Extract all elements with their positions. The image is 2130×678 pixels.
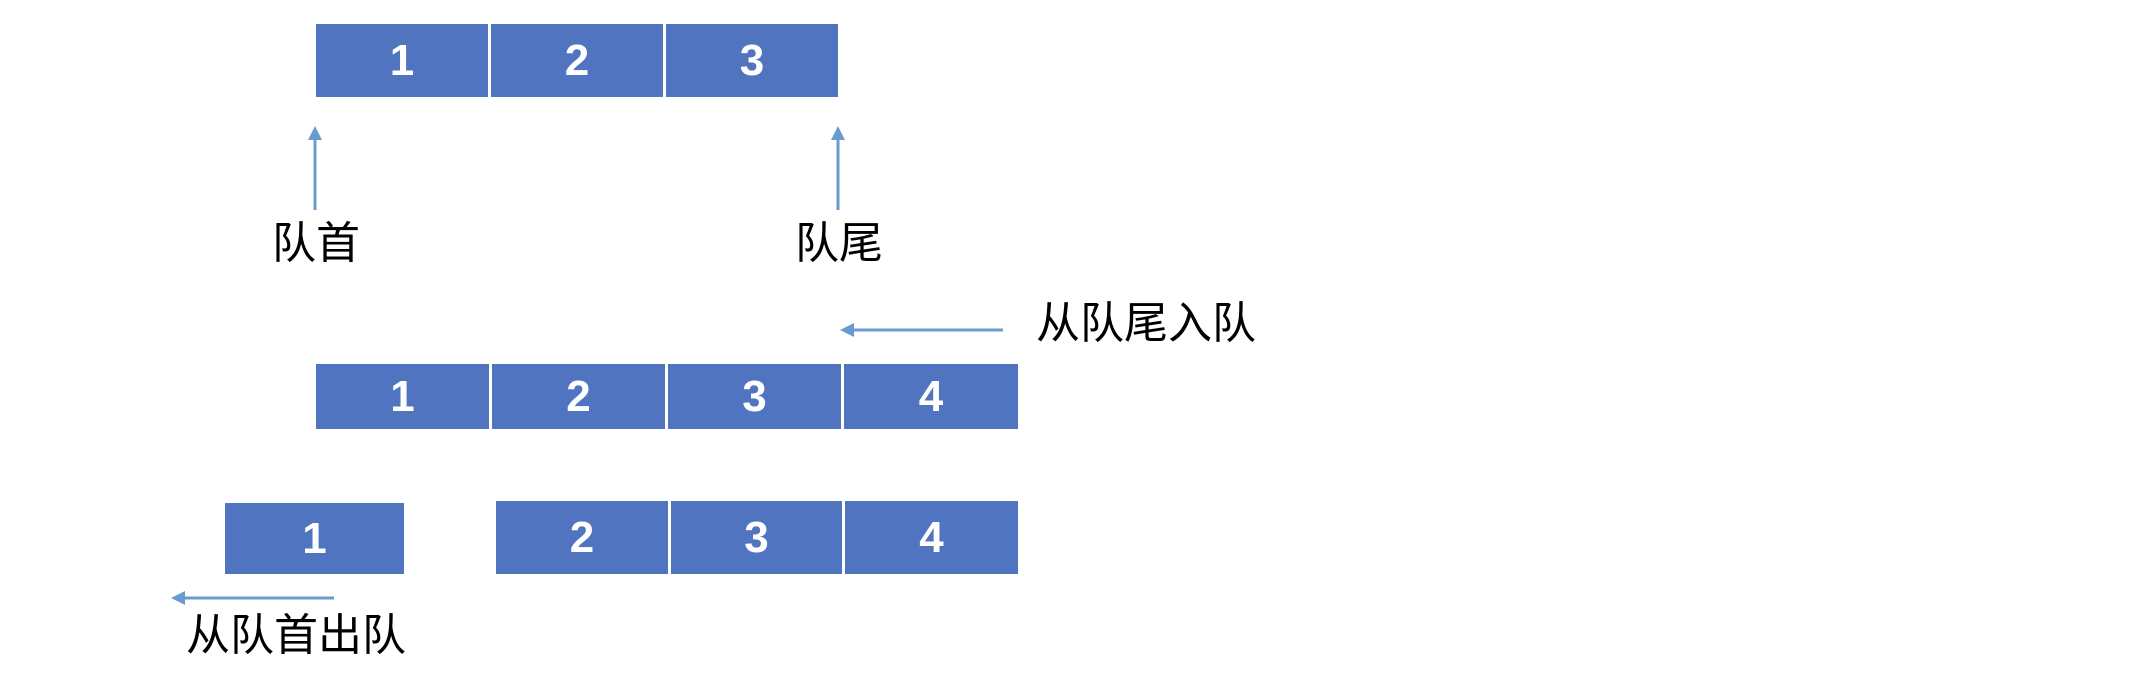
arrow-left-icon	[171, 591, 334, 605]
dequeued-cell: 1	[225, 503, 404, 574]
queue-cell: 4	[844, 364, 1018, 429]
arrow-up-icon	[308, 126, 322, 210]
arrow-left-icon	[840, 323, 1003, 337]
head-label: 队首	[272, 218, 360, 269]
queue-cell: 1	[316, 24, 488, 97]
queue-cell: 4	[845, 501, 1018, 574]
queue-cell: 1	[316, 364, 489, 429]
queue-cell: 3	[668, 364, 841, 429]
queue-cell: 2	[492, 364, 665, 429]
queue-cell: 2	[491, 24, 663, 97]
tail-label: 队尾	[795, 218, 883, 269]
arrow-up-icon	[831, 126, 845, 210]
queue-cell: 2	[496, 501, 668, 574]
queue-cell: 3	[666, 24, 838, 97]
dequeue-label: 从队首出队	[186, 610, 406, 661]
queue-cell: 3	[671, 501, 842, 574]
enqueue-label: 从队尾入队	[1036, 298, 1256, 349]
